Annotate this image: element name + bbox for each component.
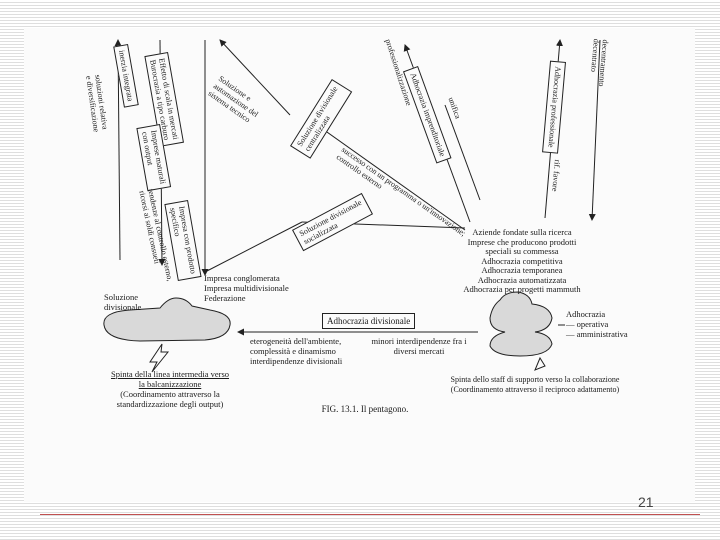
pentagon-edge-left bbox=[205, 222, 302, 272]
right-line bbox=[445, 105, 480, 200]
adhocrazia-divisionale-box: Adhocrazia divisionale bbox=[322, 313, 415, 329]
adhocracy-shape bbox=[490, 292, 552, 356]
footer-rule bbox=[40, 514, 700, 515]
adhocracy-label: Adhocrazia — operativa — amministrativa bbox=[566, 309, 628, 339]
page-number: 21 bbox=[638, 494, 654, 510]
figure-caption: FIG. 13.1. Il pentagono. bbox=[300, 404, 430, 414]
adhocracy-arrow-icon bbox=[535, 358, 545, 370]
bottom-left-forces: eterogeneità dell'ambiente,complessità e… bbox=[250, 336, 342, 366]
divisional-down-arrow-icon bbox=[150, 344, 168, 372]
left-bottom-caption: Spinta della linea intermedia verso la b… bbox=[104, 369, 236, 409]
right-bottom-caption: Spinta dello staff di supporto verso la … bbox=[440, 375, 630, 394]
